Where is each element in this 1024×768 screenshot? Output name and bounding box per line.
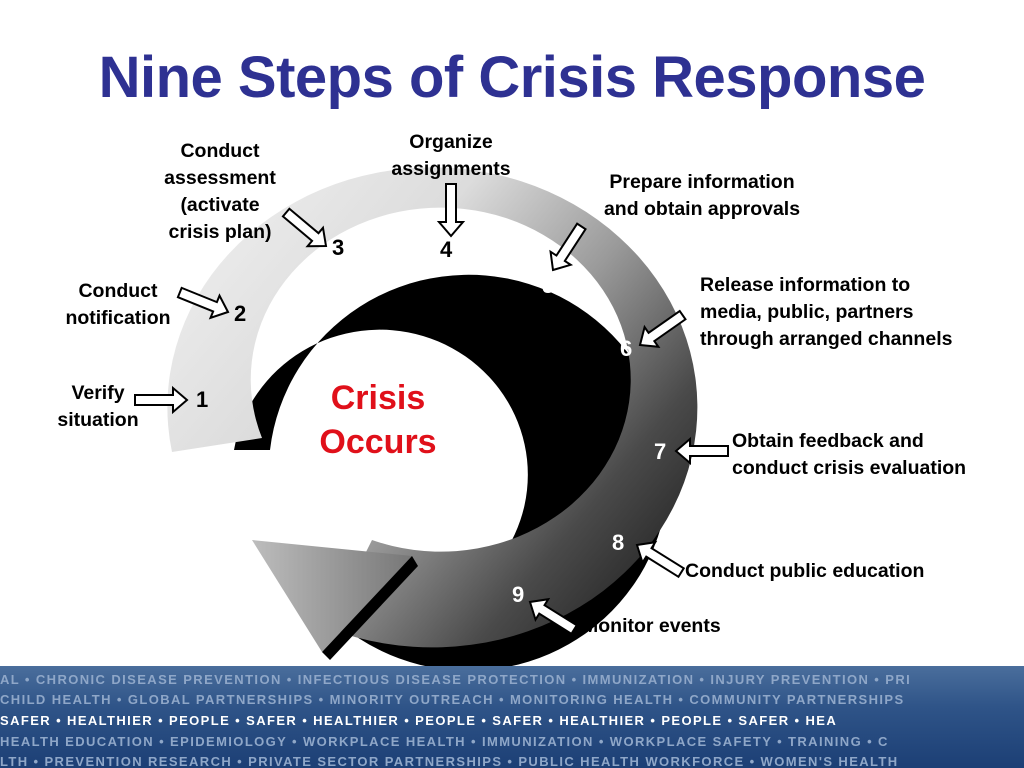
step-5-line-2: and obtain approvals — [603, 198, 801, 220]
footer-banner: al • Chronic Disease Prevention • Infect… — [0, 666, 1024, 768]
center-line-2: Occurs — [319, 423, 437, 461]
step-number-9: 9 — [512, 582, 525, 607]
step-6-line-3: through arranged channels — [700, 328, 953, 350]
footer-line-3: SAFER • HEALTHIER • PEOPLE • SAFER • HEA… — [0, 713, 838, 728]
step-7-line-1: Obtain feedback and — [732, 430, 924, 452]
arrow-icon-step-2 — [176, 286, 230, 320]
crisis-occurs-label: Crisis Occurs — [288, 376, 468, 464]
arrow-icon-step-6 — [638, 309, 687, 349]
step-5-line-1: Prepare information — [609, 171, 795, 193]
step-number-8: 8 — [612, 530, 625, 555]
step-label-1: Verify situation — [46, 380, 150, 434]
arrow-head — [252, 540, 412, 652]
arrow-icon-step-7 — [674, 436, 729, 466]
footer-line-2: Child Health • Global Partnerships • Min… — [0, 692, 905, 707]
arrow-icon-step-8 — [635, 540, 686, 579]
step-1-line-1: Verify — [71, 382, 125, 404]
step-label-9: Monitor events — [582, 613, 721, 640]
footer-line-5: lth • Prevention Research • Private Sect… — [0, 754, 899, 768]
step-4-line-2: assignments — [391, 158, 511, 180]
step-number-7: 7 — [654, 439, 667, 464]
step-8-line-1: Conduct public education — [685, 560, 925, 582]
center-line-1: Crisis — [330, 379, 426, 417]
step-6-line-1: Release information to — [700, 274, 911, 296]
step-number-5: 5 — [542, 273, 555, 298]
arrow-icon-step-9 — [528, 597, 579, 636]
step-1-line-2: situation — [57, 409, 139, 431]
step-label-3: Conduct assessment (activate crisis plan… — [148, 138, 292, 246]
step-7-line-2: conduct crisis evaluation — [732, 457, 967, 479]
page-title: Nine Steps of Crisis Response — [98, 45, 926, 110]
step-3-line-1: Conduct — [180, 140, 260, 162]
step-number-4: 4 — [440, 237, 453, 262]
step-label-2: Conduct notification — [52, 278, 184, 332]
arrow-icon-step-3 — [281, 207, 328, 248]
step-2-line-2: notification — [65, 307, 171, 329]
arrow-ring — [167, 167, 698, 648]
step-label-7: Obtain feedback and conduct crisis evalu… — [732, 428, 966, 482]
step-number-6: 6 — [620, 336, 633, 361]
step-number-2: 2 — [234, 301, 247, 326]
footer-line-4: Health Education • Epidemiology • Workpl… — [0, 734, 889, 749]
step-9-line-1: Monitor events — [582, 615, 721, 637]
step-2-line-1: Conduct — [78, 280, 158, 302]
step-number-3: 3 — [332, 235, 345, 260]
step-3-line-3: (activate — [180, 194, 260, 216]
step-4-line-1: Organize — [409, 131, 493, 153]
step-3-line-4: crisis plan) — [168, 221, 272, 243]
arrow-icon-step-5 — [549, 222, 587, 272]
arrow-icon-step-4 — [436, 183, 466, 238]
step-3-line-2: assessment — [164, 167, 276, 189]
step-label-4: Organize assignments — [372, 129, 530, 183]
step-label-5: Prepare information and obtain approvals — [580, 169, 824, 223]
step-label-6: Release information to media, public, pa… — [700, 272, 952, 353]
step-6-line-2: media, public, partners — [700, 301, 914, 323]
step-number-1: 1 — [196, 387, 209, 412]
arrow-icon-step-1 — [134, 385, 189, 415]
footer-line-1: al • Chronic Disease Prevention • Infect… — [0, 672, 912, 687]
step-label-8: Conduct public education — [685, 558, 924, 585]
